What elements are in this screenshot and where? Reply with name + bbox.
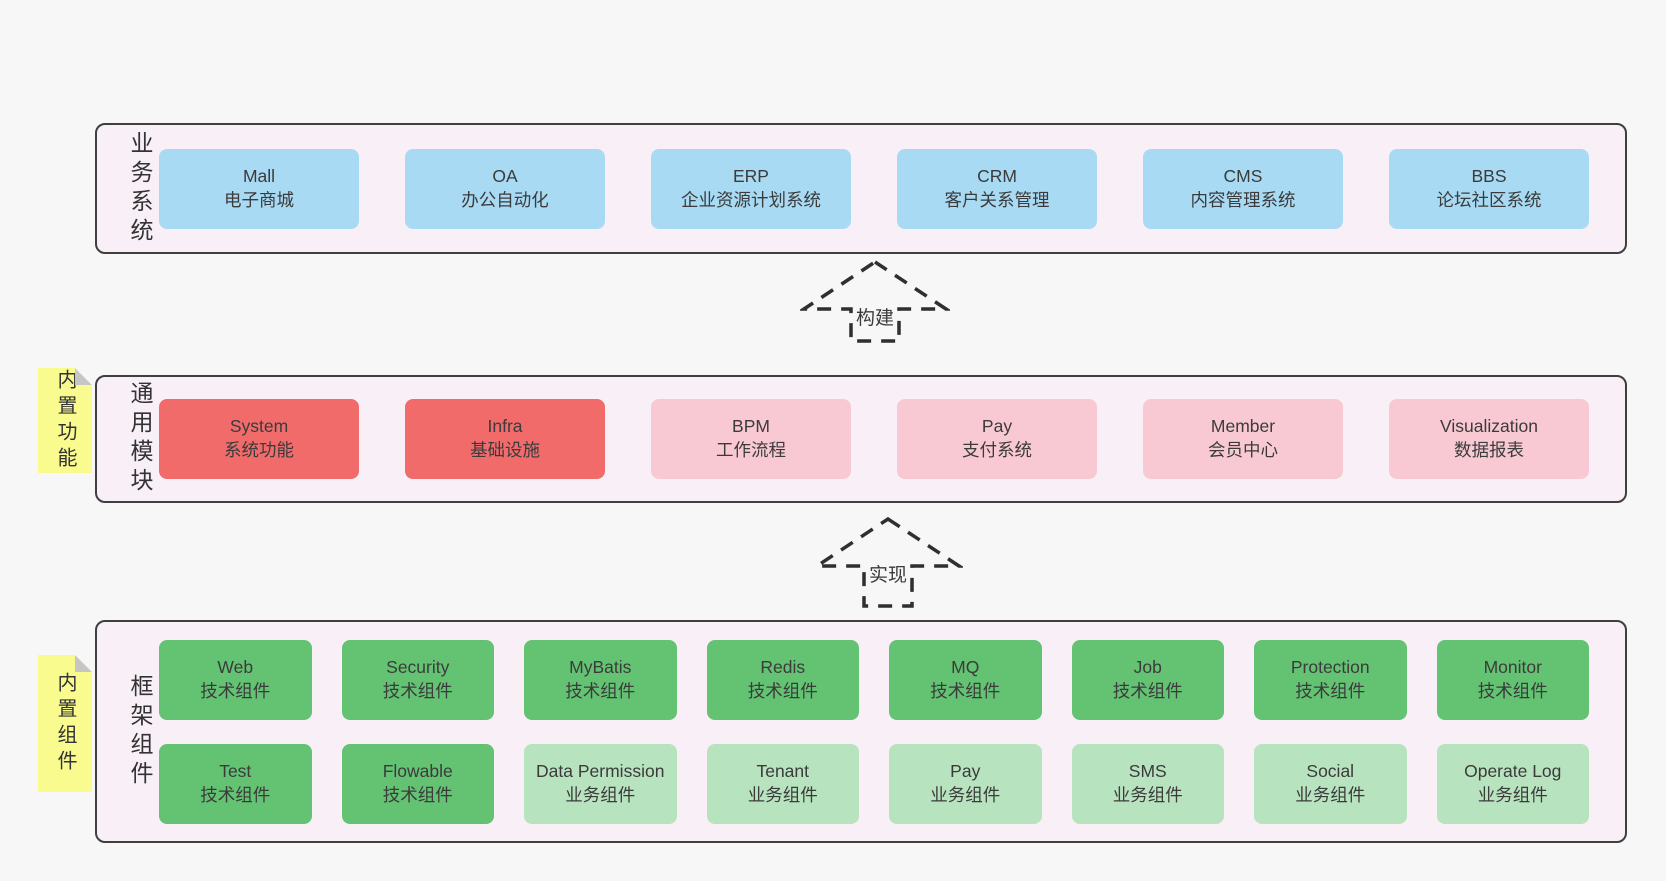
build-arrow-label: 构建	[852, 303, 898, 330]
component-box-operate-log: Operate Log 业务组件	[1436, 743, 1589, 824]
module-box-infra: Infra 基础设施	[405, 399, 605, 479]
build-arrow: 构建	[800, 259, 950, 344]
component-box-job: Job 技术组件	[1071, 639, 1224, 720]
component-box-test: Test 技术组件	[159, 743, 312, 824]
business-box-erp: ERP 企业资源计划系统	[651, 148, 851, 229]
business-systems-box-row: Mall 电子商城 OA 办公自动化 ERP 企业资源计划系统 CRM 客户关系…	[159, 148, 1625, 229]
component-box-pay: Pay 业务组件	[889, 743, 1042, 824]
implement-arrow-label: 实现	[865, 560, 911, 587]
implement-arrow: 实现	[813, 516, 963, 609]
component-box-data-permission: Data Permission 业务组件	[524, 743, 677, 824]
module-box-system: System 系统功能	[159, 399, 359, 479]
business-box-crm: CRM 客户关系管理	[897, 148, 1097, 229]
module-box-visualization: Visualization 数据报表	[1389, 399, 1589, 479]
builtin-features-note: 内置功能	[38, 368, 92, 473]
component-box-monitor: Monitor 技术组件	[1436, 639, 1589, 720]
component-box-mybatis: MyBatis 技术组件	[524, 639, 677, 720]
business-systems-panel: 业务系统 Mall 电子商城 OA 办公自动化 ERP 企业资源计划系统 CRM…	[95, 123, 1627, 254]
framework-components-label: 框架组件	[127, 673, 153, 790]
module-box-pay: Pay 支付系统	[897, 399, 1097, 479]
note-fold-icon	[75, 655, 92, 672]
common-modules-box-row: System 系统功能 Infra 基础设施 BPM 工作流程 Pay 支付系统…	[159, 399, 1625, 479]
component-box-social: Social 业务组件	[1254, 743, 1407, 824]
note-fold-icon	[75, 368, 92, 385]
business-box-mall: Mall 电子商城	[159, 148, 359, 229]
builtin-components-note: 内置组件	[38, 655, 92, 792]
component-box-redis: Redis 技术组件	[706, 639, 859, 720]
dashed-up-arrow-icon	[813, 516, 963, 608]
business-box-cms: CMS 内容管理系统	[1143, 148, 1343, 229]
common-modules-panel: 通用模块 System 系统功能 Infra 基础设施 BPM 工作流程 Pay…	[95, 375, 1627, 503]
module-box-member: Member 会员中心	[1143, 399, 1343, 479]
component-box-tenant: Tenant 业务组件	[706, 743, 859, 824]
component-box-mq: MQ 技术组件	[889, 639, 1042, 720]
framework-components-grid: Web 技术组件 Security 技术组件 MyBatis 技术组件 Redi…	[159, 639, 1625, 824]
dashed-up-arrow-icon	[800, 259, 950, 343]
business-systems-label: 业务系统	[127, 130, 153, 247]
common-modules-label: 通用模块	[127, 381, 153, 497]
module-box-bpm: BPM 工作流程	[651, 399, 851, 479]
component-box-flowable: Flowable 技术组件	[341, 743, 494, 824]
component-box-web: Web 技术组件	[159, 639, 312, 720]
business-box-bbs: BBS 论坛社区系统	[1389, 148, 1589, 229]
component-box-sms: SMS 业务组件	[1071, 743, 1224, 824]
component-box-protection: Protection 技术组件	[1254, 639, 1407, 720]
framework-components-panel: 框架组件 Web 技术组件 Security 技术组件 MyBatis 技术组件…	[95, 620, 1627, 843]
component-box-security: Security 技术组件	[341, 639, 494, 720]
business-box-oa: OA 办公自动化	[405, 148, 605, 229]
